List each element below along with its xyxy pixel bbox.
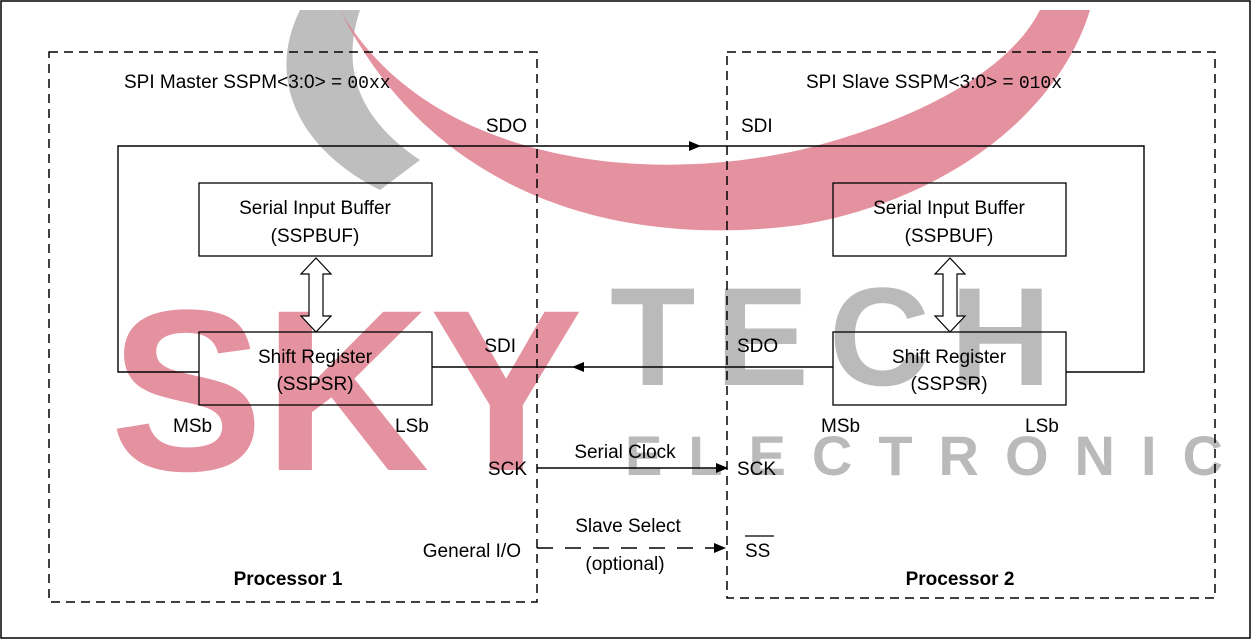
slave-shift-label: Shift Register bbox=[892, 347, 1007, 368]
slave-ss-label: SS bbox=[745, 541, 770, 562]
master-buffer-box bbox=[198, 182, 433, 257]
master-shift-label: Shift Register bbox=[258, 347, 373, 368]
master-sdo-wire bbox=[117, 141, 701, 373]
master-msb-label: MSb bbox=[173, 416, 212, 437]
watermark: SKY TECH ELECTRONIC bbox=[110, 10, 1249, 519]
slave-select-optional-label: (optional) bbox=[585, 554, 664, 575]
master-general-io-label: General I/O bbox=[423, 541, 521, 562]
master-buffer-register: (SSPBUF) bbox=[271, 226, 360, 247]
slave-shift-register: (SSPSR) bbox=[910, 374, 987, 395]
master-title: SPI Master SSPM<3:0> = 00xx bbox=[124, 72, 391, 94]
slave-sdi-label: SDI bbox=[741, 116, 773, 137]
master-lsb-label: LSb bbox=[395, 416, 429, 437]
slave-buffer-register: (SSPBUF) bbox=[905, 226, 994, 247]
master-sdo-label: SDO bbox=[486, 116, 527, 137]
slave-buffer-label: Serial Input Buffer bbox=[873, 198, 1025, 219]
watermark-tech: TECH bbox=[610, 258, 1071, 415]
master-shift-register: (SSPSR) bbox=[276, 374, 353, 395]
master-buffer-label: Serial Input Buffer bbox=[239, 198, 391, 219]
processor-2-label: Processor 2 bbox=[906, 569, 1015, 590]
slave-shift-box bbox=[832, 331, 1067, 406]
watermark-red-swoosh bbox=[340, 10, 1090, 231]
slave-sdo-label: SDO bbox=[737, 336, 778, 357]
master-shift-box bbox=[198, 331, 433, 406]
slave-sdi-wire bbox=[700, 145, 1145, 373]
serial-clock-label: Serial Clock bbox=[574, 442, 676, 463]
slave-msb-label: MSb bbox=[821, 416, 860, 437]
processor-1-label: Processor 1 bbox=[234, 569, 343, 590]
master-sdi-label: SDI bbox=[484, 336, 516, 357]
slave-title: SPI Slave SSPM<3:0> = 010x bbox=[806, 72, 1062, 94]
watermark-sky: SKY bbox=[110, 262, 583, 519]
watermark-electronic: ELECTRONIC bbox=[625, 424, 1249, 487]
slave-lsb-label: LSb bbox=[1025, 416, 1059, 437]
slave-buffer-box bbox=[832, 182, 1067, 257]
master-sck-label: SCK bbox=[488, 459, 527, 480]
processor-2-boundary bbox=[726, 51, 1216, 599]
slave-select-label: Slave Select bbox=[575, 516, 681, 537]
processor-1-boundary bbox=[48, 51, 538, 603]
watermark-gray-swoosh bbox=[286, 10, 420, 190]
slave-sck-label: SCK bbox=[737, 459, 776, 480]
